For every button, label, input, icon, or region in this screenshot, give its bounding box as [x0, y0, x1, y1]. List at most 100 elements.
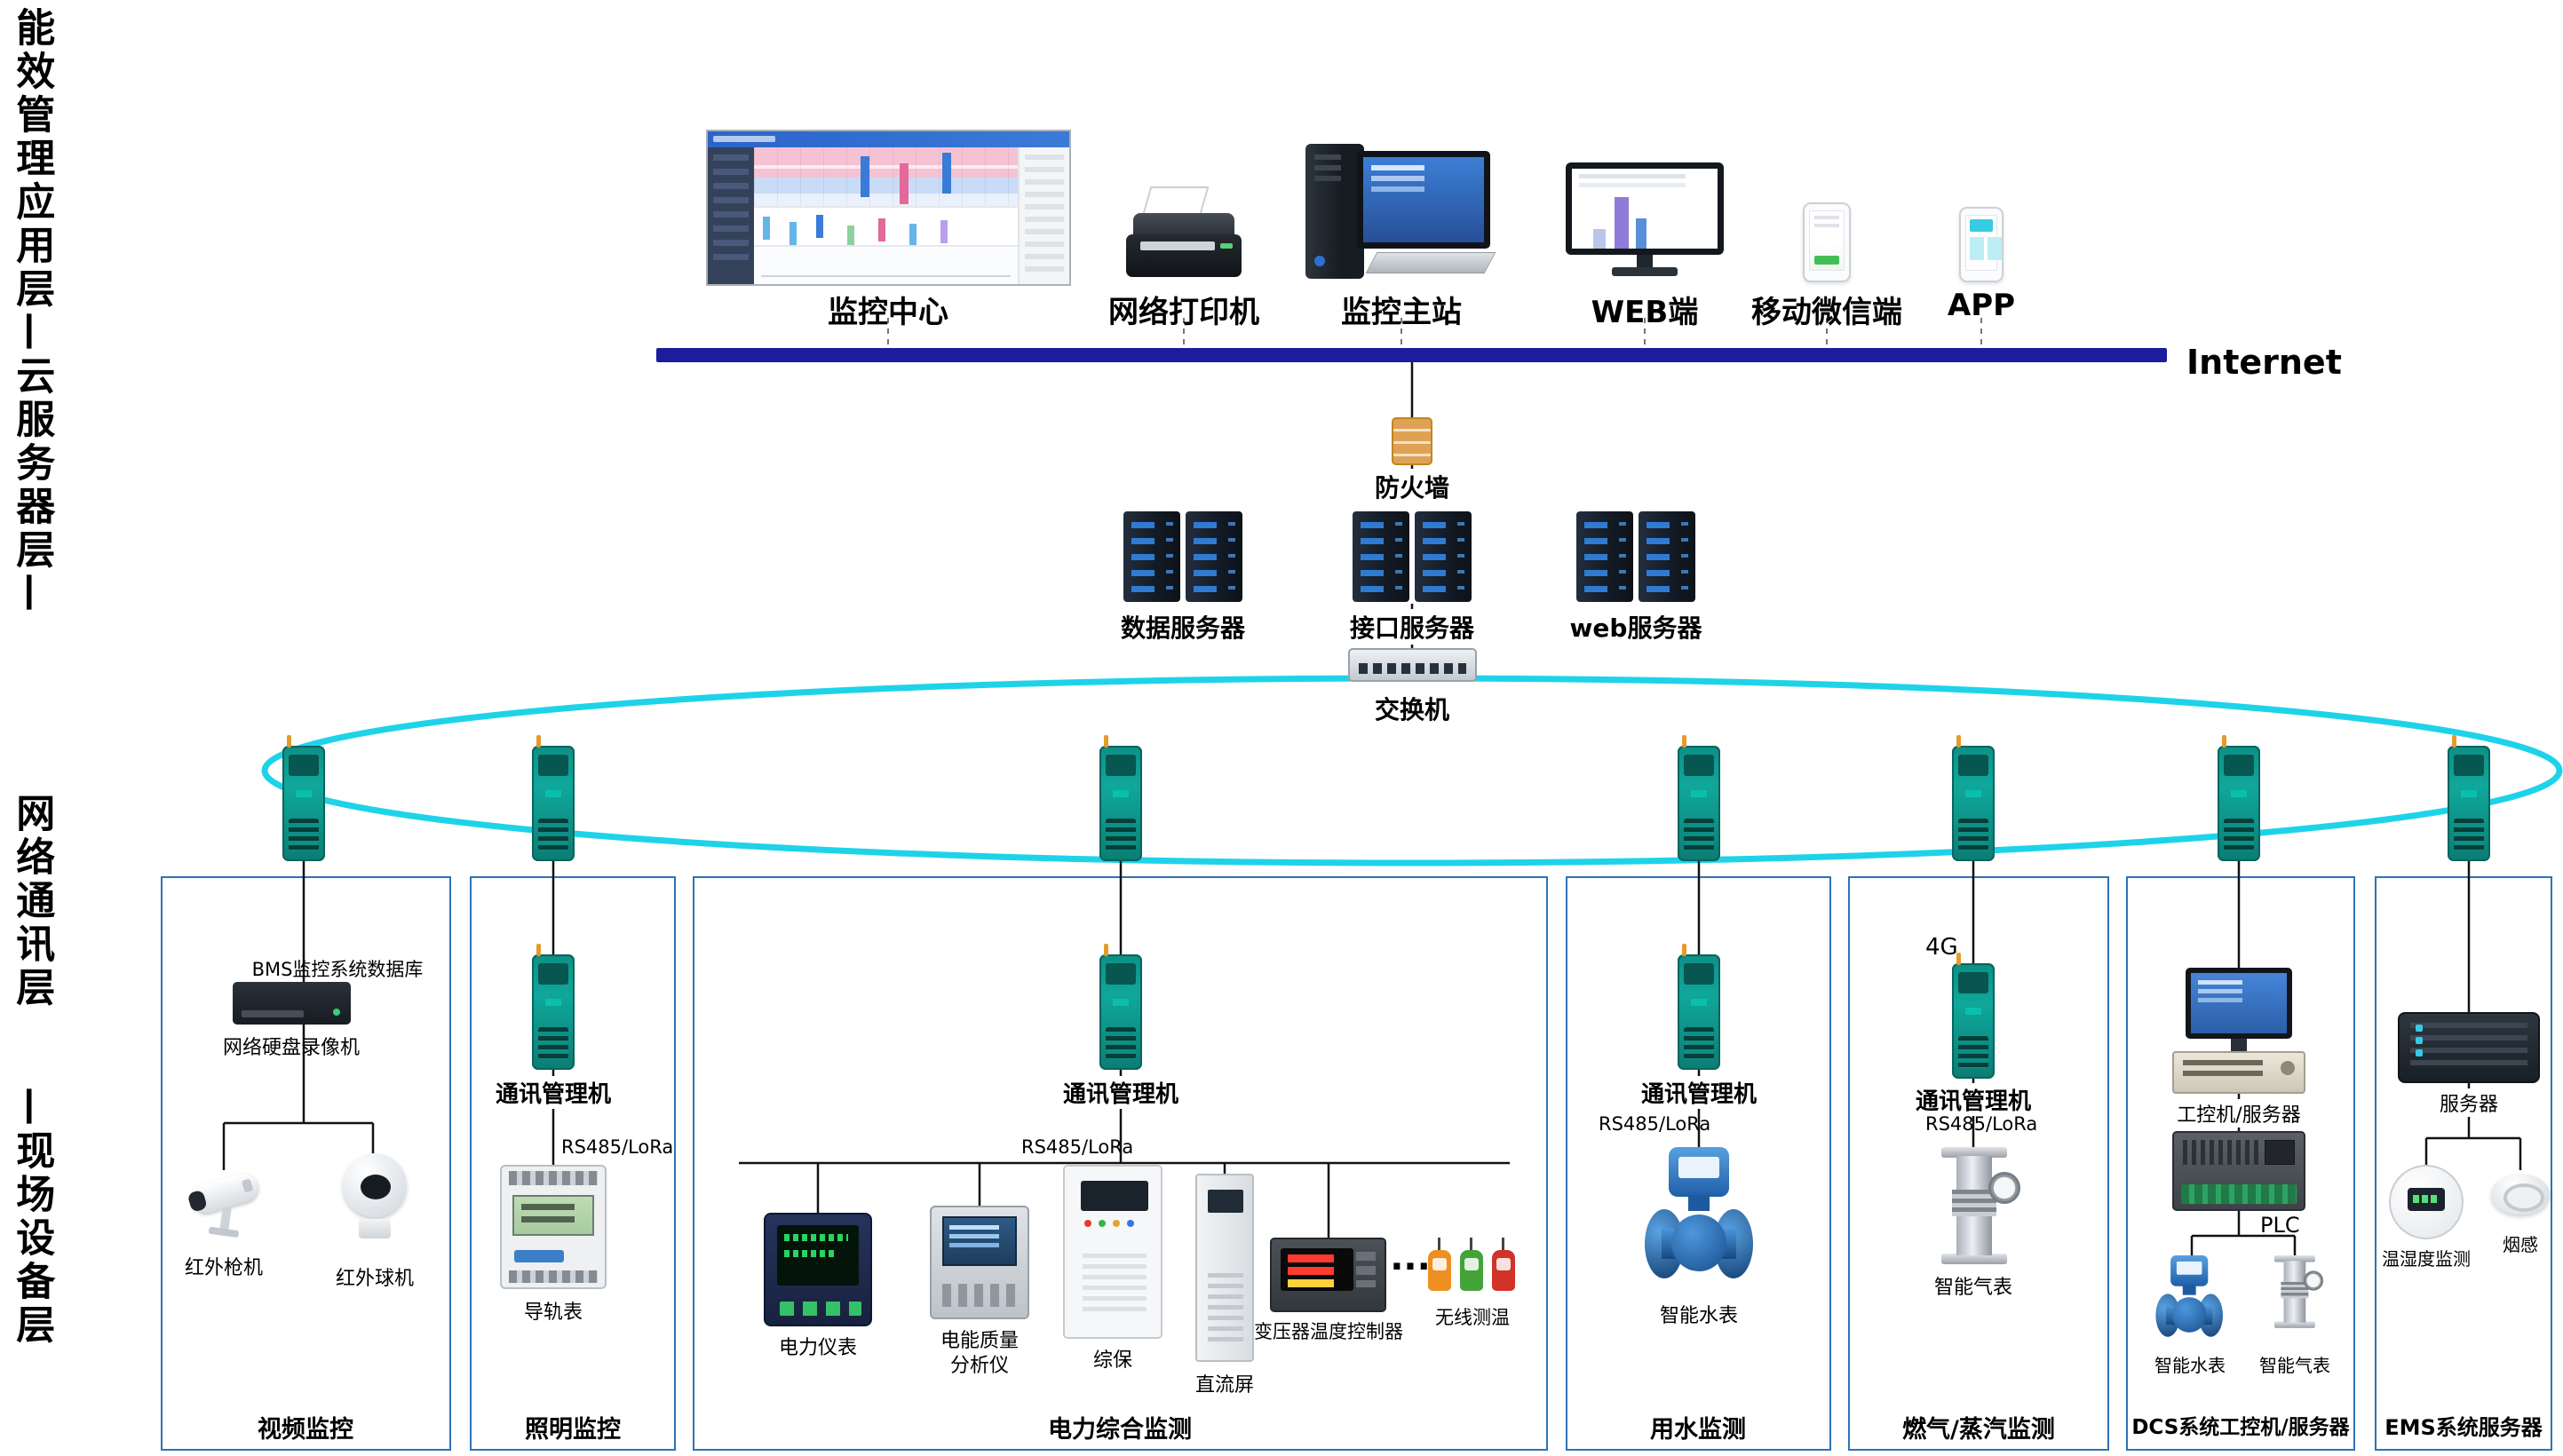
antenna	[1104, 944, 1108, 956]
screenshot-right-panel	[1018, 147, 1069, 284]
power-quality-analyzer-label-2: 分析仪	[949, 1355, 1010, 1377]
firewall-label: 防火墙	[1369, 469, 1456, 504]
power-zone-title: 电力综合监测	[1048, 1416, 1192, 1444]
lighting-zone-title: 照明监控	[525, 1416, 621, 1444]
ir-dome-camera-label: 红外球机	[335, 1268, 415, 1290]
gateway-icon	[1952, 953, 1995, 1079]
interface-server-icon	[1350, 500, 1474, 602]
chart-bar	[1636, 218, 1647, 249]
nvr-icon	[233, 982, 351, 1025]
printer-tray	[1140, 241, 1215, 250]
power-quality-analyzer-icon	[930, 1206, 1029, 1319]
gas-flowmeter-icon	[1927, 1147, 2020, 1264]
ellipsis-label: ···	[1390, 1246, 1431, 1287]
rs485-lora-label: RS485/LoRa	[1599, 1113, 1711, 1135]
antenna	[2452, 735, 2456, 748]
video-zone-title: 视频监控	[258, 1416, 353, 1444]
gateway-icon	[1678, 735, 1720, 861]
nvr-label: 网络硬盘录像机	[222, 1037, 361, 1059]
switch-icon	[1348, 648, 1477, 682]
web-server-icon	[1574, 500, 1698, 602]
gateway-icon	[2448, 735, 2490, 861]
ems-zone-title: EMS系统服务器	[2384, 1415, 2543, 1440]
monitoring-center-screenshot	[706, 130, 1071, 286]
pc-tower	[1305, 144, 1364, 279]
pc-monitor	[1357, 151, 1490, 249]
water-meter-label: 智能水表	[1659, 1305, 1739, 1327]
g4-label: 4G	[1925, 934, 1958, 961]
water-flowmeter-icon	[2155, 1255, 2224, 1347]
protection-relay-icon	[1063, 1165, 1162, 1339]
wireless-temp-sensor-icon	[1428, 1238, 1451, 1291]
monitor-stand	[1637, 255, 1653, 267]
smoke-detector-icon	[2491, 1170, 2550, 1220]
ir-gun-camera-label: 红外枪机	[184, 1257, 264, 1279]
gateway-label: 通讯管理机	[1057, 1076, 1185, 1109]
rs485-lora-label: RS485/LoRa	[1021, 1136, 1134, 1158]
switch-label: 交换机	[1369, 691, 1456, 726]
layer-rail-bottom-label: —现场设备层	[9, 1087, 55, 1348]
gateway-label: 通讯管理机	[1909, 1083, 2037, 1116]
wireless-temp-sensor-icon	[1492, 1238, 1515, 1291]
printer-top	[1133, 213, 1234, 236]
din-rail-meter-label: 导轨表	[523, 1302, 583, 1324]
ipc-label: 工控机/服务器	[2171, 1099, 2306, 1128]
network-printer-icon	[1126, 186, 1242, 282]
phone-screen	[1809, 210, 1845, 271]
printer-label: 网络打印机	[1108, 295, 1259, 330]
interface-server-label: 接口服务器	[1344, 609, 1480, 645]
gateway-icon	[1099, 735, 1142, 861]
rs485-lora-label: RS485/LoRa	[1925, 1113, 2038, 1135]
layer-rail-top-label: 能效管理应用层—云服务器层—	[9, 7, 55, 616]
zone-ems-system	[2375, 876, 2552, 1451]
wireless-temp-label: 无线测温	[1435, 1307, 1510, 1328]
pc-keyboard	[1365, 252, 1496, 273]
zone-lighting-monitoring	[470, 876, 676, 1451]
master-station-icon	[1305, 140, 1496, 287]
bms-database-label: BMS监控系统数据库	[251, 959, 424, 980]
screenshot-chart-area	[754, 245, 1018, 284]
gateway-icon	[2218, 735, 2260, 861]
internet-bar	[656, 348, 2167, 362]
dome-camera-icon	[339, 1148, 410, 1253]
data-server-icon	[1121, 500, 1245, 602]
screenshot-gantt-area	[754, 147, 1018, 206]
transformer-temp-controller-icon	[1270, 1238, 1386, 1312]
bullet-camera-icon	[182, 1154, 266, 1243]
dcs-zone-title: DCS系统工控机/服务器	[2131, 1416, 2350, 1439]
dc-panel-icon	[1195, 1174, 1254, 1362]
screenshot-bars-area	[754, 206, 1018, 245]
screenshot-sidebar	[708, 147, 754, 284]
smoke-label: 烟感	[2503, 1234, 2538, 1255]
chart-bar	[1615, 197, 1629, 249]
rack-server-icon	[2398, 1012, 2540, 1083]
gateway-icon	[532, 944, 575, 1070]
master-station-label: 监控主站	[1341, 295, 1462, 330]
wechat-label: 移动微信端	[1751, 295, 1902, 330]
web-label: WEB端	[1591, 295, 1699, 330]
power-meter-label: 电力仪表	[778, 1337, 858, 1359]
monitor-screen	[1572, 169, 1718, 249]
power-quality-analyzer-label-1: 电能质量	[940, 1330, 1020, 1352]
antenna	[536, 735, 541, 748]
gateway-label: 通讯管理机	[489, 1076, 617, 1109]
power-meter-icon	[764, 1213, 872, 1326]
layer-rail-middle-label: 网络通讯层	[9, 793, 55, 1010]
zone-gas-steam-monitoring	[1848, 876, 2109, 1451]
gateway-icon	[282, 735, 325, 861]
gateway-icon	[1678, 944, 1720, 1070]
dcs-water-meter-label: 智能水表	[2154, 1355, 2226, 1376]
temp-humidity-sensor-icon	[2389, 1165, 2464, 1239]
industrial-pc-icon	[2172, 968, 2305, 1094]
monitor-frame	[1566, 162, 1724, 255]
chart-bar	[1593, 229, 1606, 249]
web-server-label: web服务器	[1569, 613, 1702, 643]
monitoring-center-label: 监控中心	[828, 295, 948, 330]
internet-drop-lines	[887, 318, 1982, 348]
antenna	[1104, 735, 1108, 748]
web-terminal-monitor-icon	[1566, 162, 1724, 280]
screenshot-titlebar	[708, 131, 1069, 147]
phone-screen	[1965, 215, 1997, 271]
transformer-temp-controller-label: 变压器温度控制器	[1254, 1321, 1403, 1342]
